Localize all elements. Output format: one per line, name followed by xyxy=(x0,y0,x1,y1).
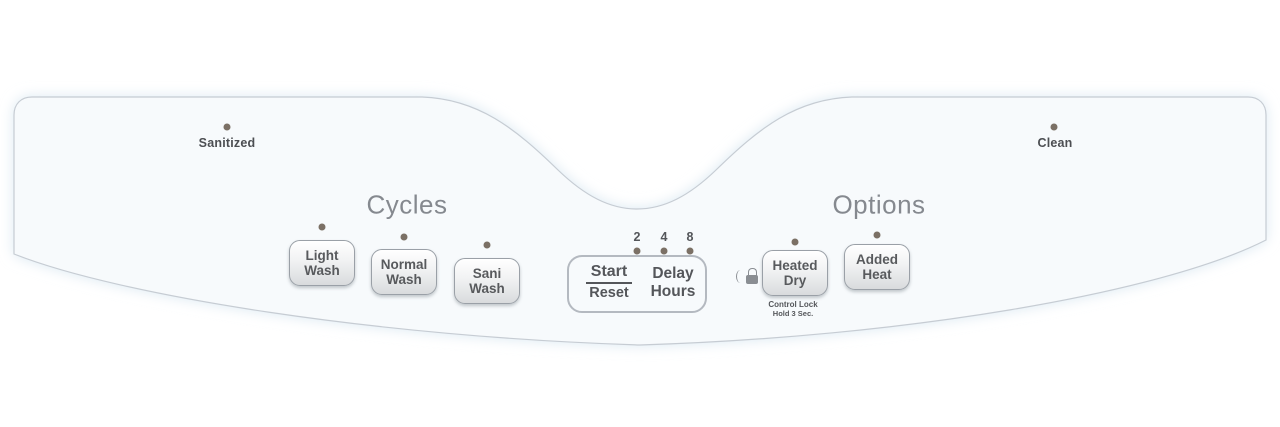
control-lock-icon xyxy=(736,267,760,287)
sani-wash-label-line2: Wash xyxy=(469,281,505,296)
added-heat-label-line1: Added xyxy=(856,252,898,267)
options-section-title: Options xyxy=(832,189,926,220)
control-lock-note-line1: Control Lock xyxy=(768,300,818,309)
normal-wash-led xyxy=(400,233,408,241)
delay-8-led xyxy=(686,247,694,255)
light-wash-label-line1: Light xyxy=(305,248,339,263)
cycles-section-title: Cycles xyxy=(366,189,448,220)
added-heat-button[interactable]: Added Heat xyxy=(844,244,910,290)
delay-2-led xyxy=(633,247,641,255)
start-delay-group: Start Reset Delay Hours xyxy=(567,255,707,313)
heated-dry-button[interactable]: Heated Dry xyxy=(762,250,828,296)
control-lock-arc xyxy=(736,270,745,283)
control-lock-note-line2: Hold 3 Sec. xyxy=(772,309,814,318)
added-heat-label-line2: Heat xyxy=(862,267,892,282)
start-reset-divider xyxy=(586,282,632,284)
delay-hours-label-line1: Delay xyxy=(652,265,694,282)
heated-dry-led xyxy=(791,238,799,246)
sani-wash-label-line1: Sani xyxy=(472,266,502,281)
normal-wash-label-line2: Wash xyxy=(386,272,422,287)
added-heat-led xyxy=(873,231,881,239)
normal-wash-label-line1: Normal xyxy=(380,257,428,272)
light-wash-label-line2: Wash xyxy=(304,263,340,278)
delay-hours-value-8: 8 xyxy=(686,230,694,244)
heated-dry-label-line1: Heated xyxy=(772,258,818,273)
delay-hours-label-line2: Hours xyxy=(650,283,696,300)
light-wash-led xyxy=(318,223,326,231)
sani-wash-led xyxy=(483,241,491,249)
clean-label: Clean xyxy=(1037,136,1073,150)
lock-body xyxy=(746,275,758,284)
control-lock-note: Control Lock Hold 3 Sec. xyxy=(768,300,817,318)
sanitized-led xyxy=(223,123,231,131)
lock-shackle xyxy=(748,268,757,276)
start-label: Start xyxy=(590,263,628,280)
delay-hours-value-2: 2 xyxy=(633,230,641,244)
normal-wash-button[interactable]: Normal Wash xyxy=(371,249,437,295)
start-reset-button[interactable]: Start Reset xyxy=(578,263,640,301)
reset-label: Reset xyxy=(589,285,629,301)
clean-led xyxy=(1050,123,1058,131)
heated-dry-label-line2: Dry xyxy=(783,273,807,288)
delay-hours-value-4: 4 xyxy=(660,230,668,244)
light-wash-button[interactable]: Light Wash xyxy=(289,240,355,286)
sanitized-label: Sanitized xyxy=(198,136,256,150)
delay-4-led xyxy=(660,247,668,255)
sani-wash-button[interactable]: Sani Wash xyxy=(454,258,520,304)
delay-hours-button[interactable]: Delay Hours xyxy=(644,265,702,301)
